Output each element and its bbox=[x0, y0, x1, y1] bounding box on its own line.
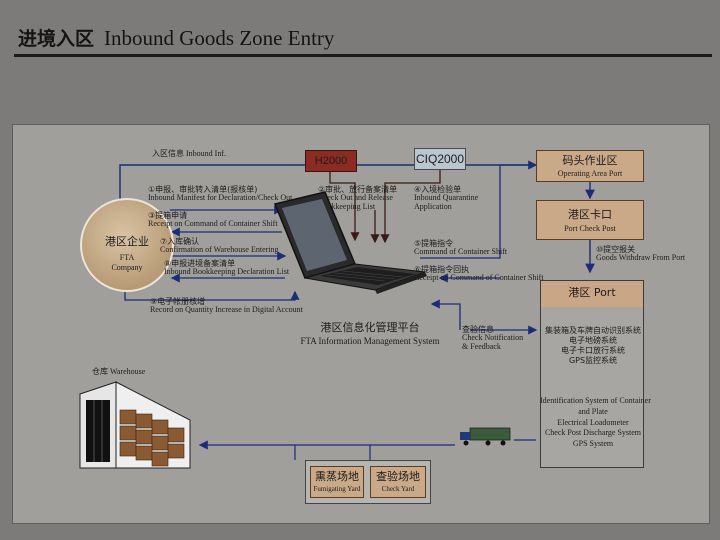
arrow-ciq bbox=[380, 170, 441, 244]
h2000-system: H2000 bbox=[305, 150, 357, 172]
arrow-step5 bbox=[420, 160, 538, 259]
operating-area-box: 码头作业区 Operating Area Port bbox=[536, 150, 644, 182]
truck-icon bbox=[460, 427, 511, 446]
arrow-check-info bbox=[430, 299, 461, 330]
port-checkpost-box: 港区卡口 Port Check Post bbox=[536, 200, 644, 240]
inbound-info-label: 入区信息 Inbound Inf. bbox=[152, 149, 226, 158]
port-header: 港区 Port bbox=[541, 281, 643, 307]
platform-label: 港区信息化管理平台 FTA Information Management Sys… bbox=[300, 321, 440, 346]
check-yard: 查验场地 Check Yard bbox=[370, 466, 426, 498]
fumigating-yard: 熏蒸场地 Fumigating Yard bbox=[310, 466, 364, 498]
title-en: Inbound Goods Zone Entry bbox=[104, 26, 335, 50]
title-cn: 进境入区 bbox=[18, 28, 95, 50]
arrow-inbound-info bbox=[115, 164, 530, 210]
arrow-step9 bbox=[124, 290, 300, 301]
arrow-h2000 bbox=[329, 172, 360, 242]
ciq2000-system: CIQ2000 bbox=[414, 148, 466, 170]
slide-title: 进境入区 Inbound Goods Zone Entry bbox=[18, 24, 334, 51]
title-divider bbox=[14, 54, 712, 57]
yard-links bbox=[294, 445, 371, 460]
warehouse-icon bbox=[79, 381, 191, 469]
laptop-icon bbox=[273, 191, 427, 294]
step1-label: ①申报、审批转入清单(报核单)Inbound Manifest for Decl… bbox=[148, 185, 293, 203]
fta-company-circle: 港区企业 FTA Company bbox=[80, 198, 174, 292]
port-box bbox=[540, 280, 644, 468]
check-info-label: 查验信息 Check Notification& Feedback bbox=[462, 325, 524, 351]
warehouse-label: 仓库 Warehouse bbox=[92, 367, 146, 376]
